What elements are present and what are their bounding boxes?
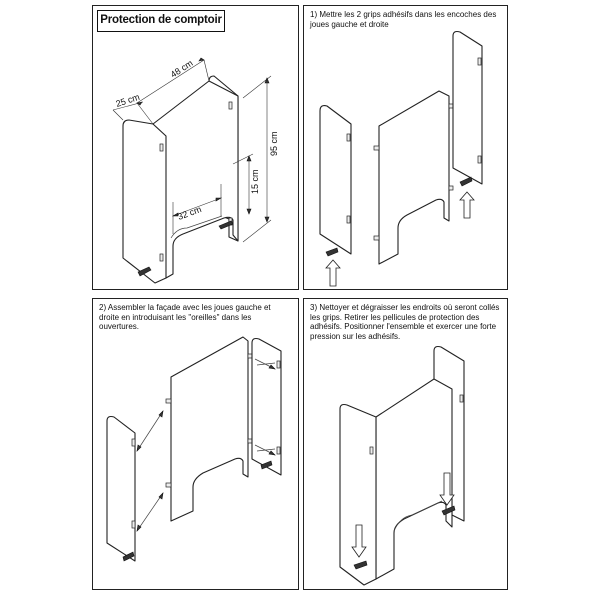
grip-right xyxy=(441,505,456,516)
overview-drawing: 48 cm 25 cm 95 cm 15 cm 32 cm xyxy=(112,57,279,284)
front-panel xyxy=(170,336,249,522)
insert-arrow-bottom-left-icon xyxy=(136,492,164,532)
step-3-instruction: 3) Nettoyer et dégraisser les endroits o… xyxy=(310,303,500,341)
grip-right xyxy=(218,220,234,230)
left-side-panel xyxy=(319,105,352,255)
grip-left xyxy=(137,266,152,277)
press-arrow-right-icon xyxy=(439,472,455,506)
left-side-panel xyxy=(106,415,136,562)
panel-step-3: 3) Nettoyer et dégraisser les endroits o… xyxy=(303,298,508,590)
grip-left xyxy=(353,560,368,570)
front-panel xyxy=(152,80,239,279)
dim-height-label: 95 cm xyxy=(269,131,279,156)
panel-step-1: 1) Mettre les 2 grips adhésifs dans les … xyxy=(303,5,508,290)
left-side-panel xyxy=(339,403,377,586)
grip-right xyxy=(459,176,473,187)
panel-overview: Protection de comptoir 48 cm 25 cm xyxy=(92,5,299,290)
insert-arrow-top-right-icon xyxy=(254,358,276,370)
dim-width-label: 48 cm xyxy=(169,58,195,80)
right-side-panel xyxy=(452,30,483,185)
step-2-drawing xyxy=(106,336,282,562)
dim-opening-height-label: 15 cm xyxy=(250,169,260,194)
front-panel xyxy=(378,90,450,265)
arrow-up-left-icon xyxy=(325,259,341,287)
insert-arrow-top-left-icon xyxy=(136,410,164,452)
right-side-panel xyxy=(251,337,282,476)
step-1-instruction: 1) Mettre les 2 grips adhésifs dans les … xyxy=(310,10,497,29)
grip-left xyxy=(325,247,339,257)
panel-step-2: 2) Assembler la façade avec les joues ga… xyxy=(92,298,299,590)
insert-arrow-bottom-right-icon xyxy=(254,444,276,456)
left-side-panel xyxy=(122,119,167,284)
arrow-up-right-icon xyxy=(459,191,475,219)
press-arrow-left-icon xyxy=(351,524,367,558)
step-3-drawing xyxy=(339,345,465,586)
diagram-title: Protection de comptoir xyxy=(97,10,225,32)
front-panel xyxy=(375,378,453,580)
step-2-instruction: 2) Assembler la façade avec les joues ga… xyxy=(99,303,271,332)
step-1-drawing xyxy=(319,30,483,287)
